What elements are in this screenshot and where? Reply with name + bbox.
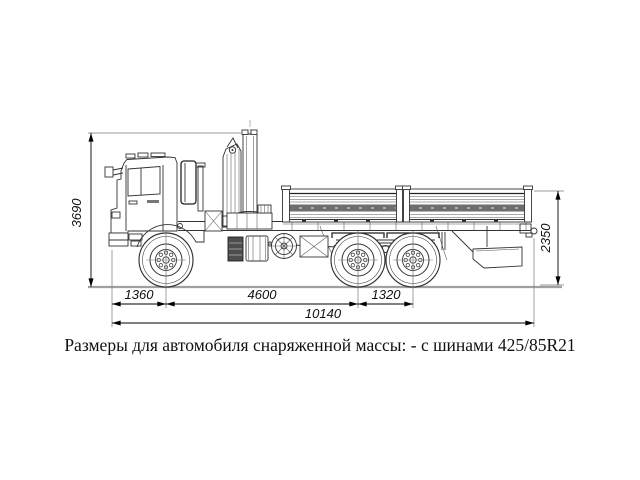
crane-base [226,204,273,230]
front-overhang-label: 1360 [125,287,155,302]
muffler-box [472,246,523,269]
dimension-extension-lines [111,231,535,327]
overall-length-label: 10140 [305,306,342,321]
crane-manipulator [221,120,273,230]
dimension-loading-height: 2350 [534,190,564,286]
side-latches [302,219,498,222]
overall-height-label: 3690 [69,198,84,228]
loading-height-label: 2350 [538,223,553,254]
dimension-overall-height: 3690 [69,132,241,287]
front-bumper [108,232,129,247]
underbody-equipment [227,226,523,269]
dimension-overall-length: 10140 [112,306,534,326]
cargo-platform [281,185,533,223]
door-badge [147,200,159,203]
dimension-rear-bogie: 1320 [358,287,413,307]
side-mirror [104,166,124,178]
bogie-base-label: 1320 [372,287,402,302]
crane-column [241,129,258,215]
dimension-wheelbase: 4600 [166,287,358,307]
spare-wheel-winch [271,233,297,259]
wheelbase-label: 4600 [248,287,278,302]
drawing-caption: Размеры для автомобиля снаряженной массы… [64,335,575,355]
dimension-front-overhang: 1360 [112,287,166,307]
cab [104,152,223,248]
air-intake [180,160,197,205]
platform-stakes [281,185,533,223]
toolbox [299,235,329,258]
fuel-tank [245,235,269,262]
